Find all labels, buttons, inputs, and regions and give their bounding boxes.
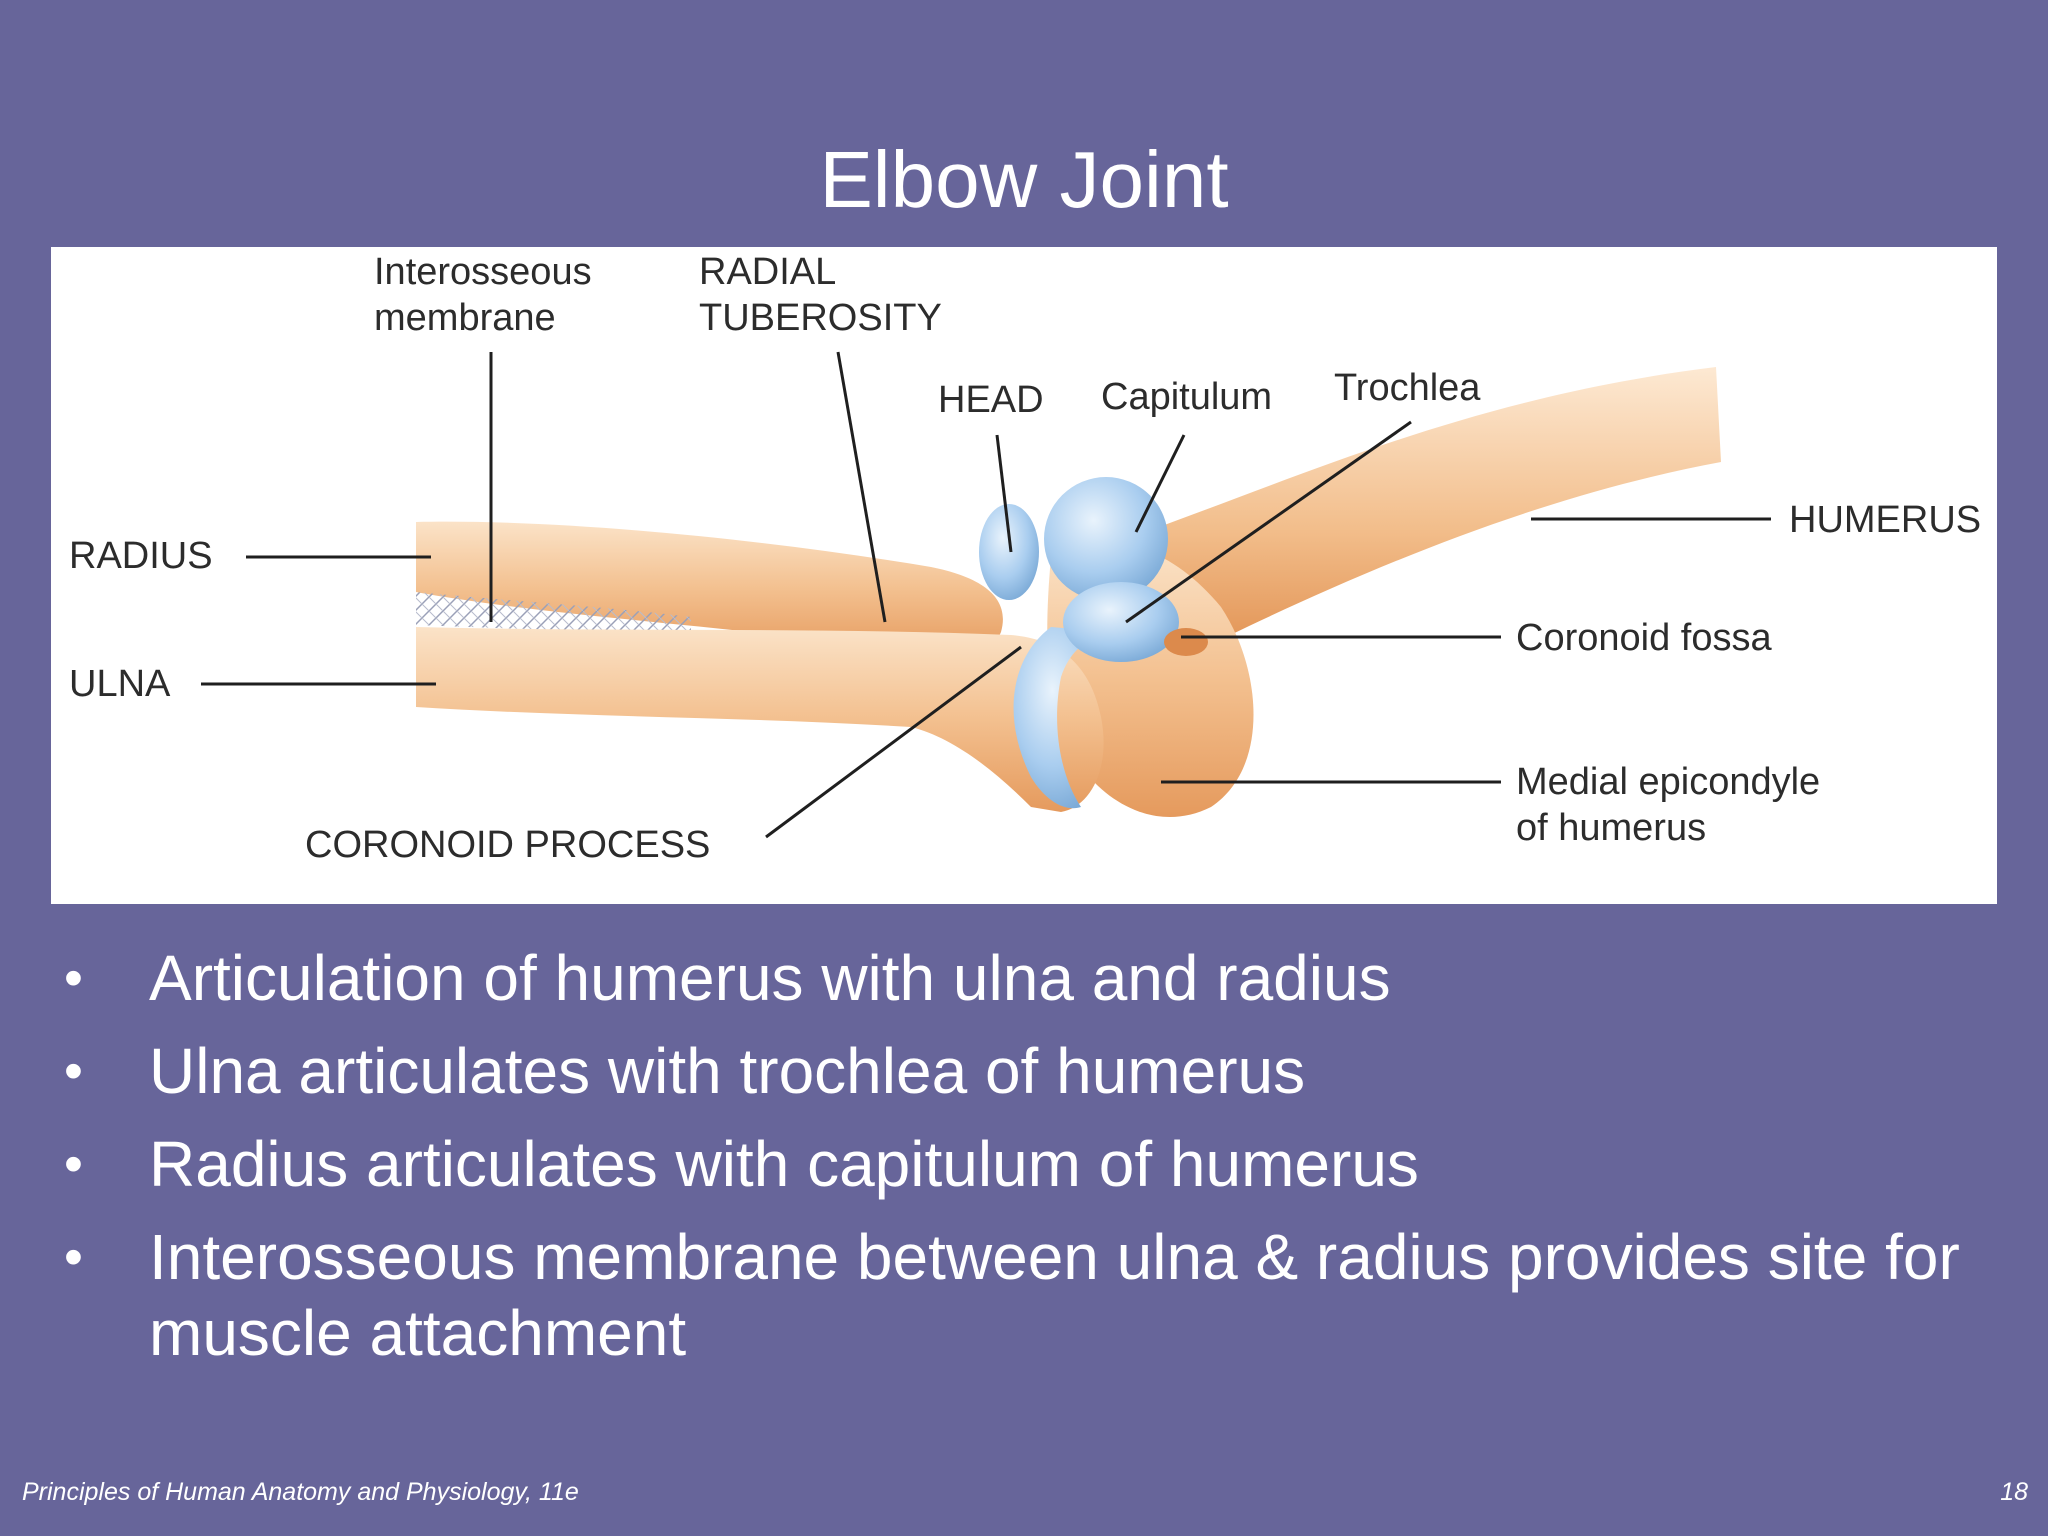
elbow-illustration xyxy=(201,351,1771,839)
radial-head-cartilage xyxy=(979,504,1039,600)
label-radial-tuberosity: RADIAL TUBEROSITY xyxy=(699,251,942,339)
trochlear-cartilage xyxy=(1013,627,1111,809)
label-coronoid-process: CORONOID PROCESS xyxy=(305,824,711,866)
humerus-shaft xyxy=(1131,367,1721,642)
label-humerus: HUMERUS xyxy=(1789,499,1982,541)
bullet-text: Articulation of humerus with ulna and ra… xyxy=(149,942,1391,1014)
bullet-symbol: • xyxy=(64,1134,83,1194)
trochlea-shape xyxy=(1063,582,1179,662)
interosseous-membrane-shape xyxy=(416,592,691,632)
ulna-shape xyxy=(416,627,1104,812)
slide-title: Elbow Joint xyxy=(819,135,1229,224)
footer-source: Principles of Human Anatomy and Physiolo… xyxy=(22,1478,579,1506)
label-radius: RADIUS xyxy=(69,535,213,577)
bullet-item: • Ulna articulates with trochlea of hume… xyxy=(64,1033,2004,1109)
page-number: 18 xyxy=(2000,1478,2028,1506)
radius-shape xyxy=(416,521,1003,657)
label-coronoid-fossa: Coronoid fossa xyxy=(1516,617,1772,659)
bullet-text: Interosseous membrane between ulna & rad… xyxy=(149,1221,1960,1369)
bullet-item: • Radius articulates with capitulum of h… xyxy=(64,1126,2004,1202)
elbow-joint-figure: Interosseous membrane RADIAL TUBEROSITY … xyxy=(51,247,1997,904)
label-ulna: ULNA xyxy=(69,663,171,705)
bullet-item: • Interosseous membrane between ulna & r… xyxy=(64,1219,2004,1371)
label-interosseous-membrane: Interosseous membrane xyxy=(374,251,592,339)
capitulum-shape xyxy=(1044,477,1168,601)
bullet-list: • Articulation of humerus with ulna and … xyxy=(64,940,2004,1388)
label-head: HEAD xyxy=(938,379,1044,421)
label-medial-epicondyle: Medial epicondyle of humerus xyxy=(1516,761,1821,849)
bullet-symbol: • xyxy=(64,1041,83,1101)
bullet-symbol: • xyxy=(64,948,83,1008)
label-trochlea: Trochlea xyxy=(1334,367,1481,409)
bullet-text: Radius articulates with capitulum of hum… xyxy=(149,1128,1419,1200)
bullet-symbol: • xyxy=(64,1227,83,1287)
coronoid-fossa-shape xyxy=(1164,628,1208,656)
bullet-text: Ulna articulates with trochlea of humeru… xyxy=(149,1035,1306,1107)
bullet-item: • Articulation of humerus with ulna and … xyxy=(64,940,2004,1016)
label-capitulum: Capitulum xyxy=(1101,376,1273,418)
